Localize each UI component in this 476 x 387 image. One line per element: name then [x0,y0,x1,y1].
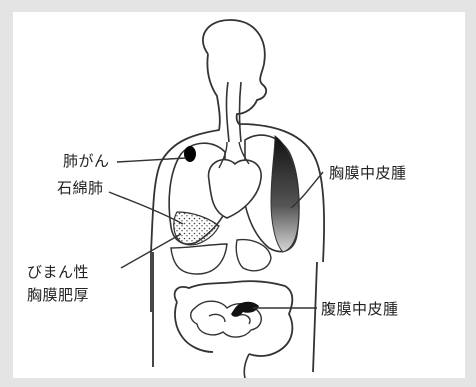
large-intestine [175,281,293,356]
liver [171,244,227,274]
leader-lung-cancer [117,158,186,162]
lung-cancer-spot [184,146,196,162]
label-pleural-mesothelioma: 胸膜中皮腫 [329,163,407,183]
pleural-mesothelioma-area [271,136,299,252]
label-pleural-thickening-line2: 胸膜肥厚 [27,285,89,305]
rectum [244,354,249,378]
label-peritoneal-mesothelioma: 腹膜中皮腫 [321,299,399,319]
trachea [226,82,241,142]
label-lung-cancer: 肺がん [63,151,110,171]
diagram-panel: 肺がん 石綿肺 びまん性 胸膜肥厚 胸膜中皮腫 腹膜中皮腫 [13,12,465,378]
label-asbestosis: 石綿肺 [57,178,104,198]
label-pleural-thickening-line1: びまん性 [27,262,89,282]
